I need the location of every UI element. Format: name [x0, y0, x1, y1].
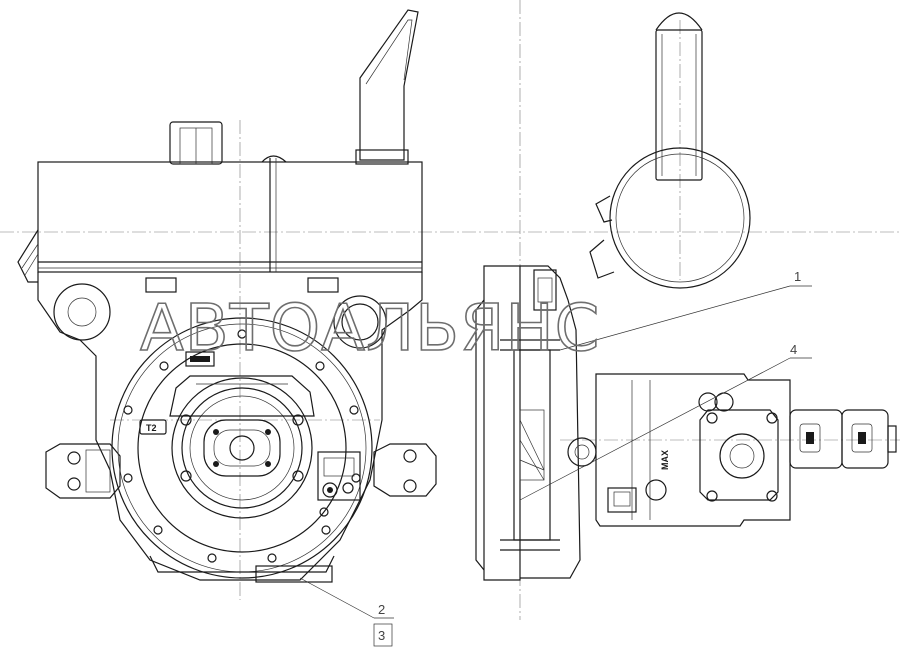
exhaust-pipe-side [655, 12, 703, 181]
left-engine-mount [45, 443, 121, 499]
callout-3: 3 [378, 628, 385, 643]
callout-2: 2 [378, 602, 385, 617]
front-view: T2 [17, 9, 437, 583]
upper-housing [17, 155, 423, 283]
right-engine-mount [373, 443, 437, 497]
callout-leader-2 [299, 577, 375, 619]
watermark-text: АВТОАЛЬЯНС [140, 292, 600, 366]
callout-leader-4 [519, 357, 791, 501]
valve-block-front [317, 451, 361, 517]
pump-tag-max: MAX [660, 450, 670, 470]
flywheel-housing [111, 317, 373, 579]
pump-tag-max-label: MAX [660, 450, 670, 470]
crankcase-front [37, 272, 423, 581]
exhaust-pipe-front [355, 9, 419, 165]
gear-pump-side [789, 409, 897, 469]
callout-leader-1 [559, 285, 791, 351]
callouts: 1 4 2 3 [299, 269, 812, 647]
port-tag-t2: T2 [139, 419, 167, 435]
hydraulic-pump-side [595, 373, 791, 527]
callout-1: 1 [794, 269, 801, 284]
callout-box-3 [373, 623, 393, 647]
flywheel-housing-side [475, 265, 597, 581]
sump-front [149, 555, 335, 583]
port-tag-t2-label: T2 [146, 423, 157, 433]
callout-4: 4 [790, 342, 797, 357]
air-filter-side [589, 147, 751, 289]
filler-neck [169, 121, 223, 165]
side-view: MAX [475, 12, 897, 581]
